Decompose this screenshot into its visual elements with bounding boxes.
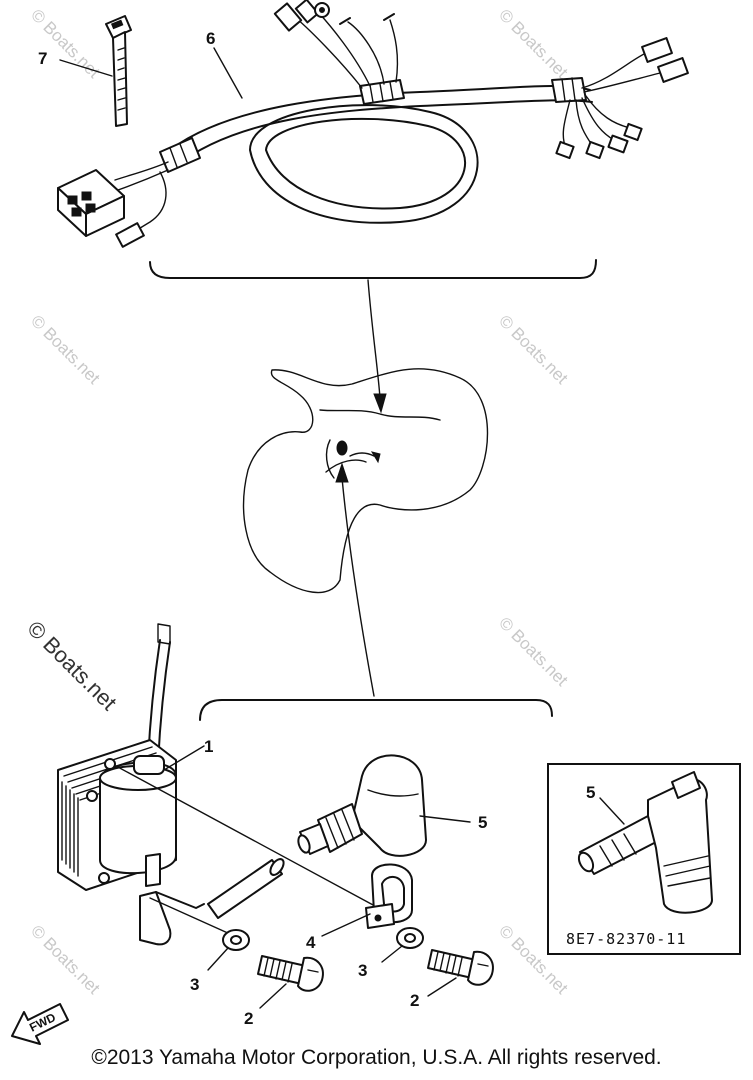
wire-harness-part bbox=[57, 0, 689, 248]
leader-line-2-right bbox=[427, 977, 457, 997]
forward-direction-indicator: FWD bbox=[11, 1003, 69, 1045]
leader-line-1 bbox=[163, 745, 205, 771]
watermark-main: © Boats.net bbox=[22, 616, 121, 715]
watermark-top-right: © Boats.net bbox=[495, 5, 572, 82]
leader-line-2-left bbox=[259, 983, 287, 1009]
washer-part-right bbox=[396, 927, 424, 949]
clamp-part bbox=[365, 863, 413, 929]
leader-line-3-right bbox=[381, 945, 403, 963]
leader-line-5-inset bbox=[599, 797, 625, 825]
leader-line-5-main bbox=[419, 815, 471, 823]
inset-spark-plug-cap bbox=[577, 771, 713, 914]
part-label-1: 1 bbox=[204, 737, 213, 756]
ignition-arrow bbox=[341, 477, 375, 697]
washer-part-left bbox=[222, 929, 250, 951]
bolt-part-right bbox=[427, 949, 494, 986]
leader-line-6 bbox=[213, 47, 243, 99]
part-label-5-inset: 5 bbox=[586, 783, 595, 802]
part-label-3-left: 3 bbox=[190, 975, 199, 994]
part-label-3-right: 3 bbox=[358, 961, 367, 980]
watermark-mid-right: © Boats.net bbox=[495, 311, 572, 388]
copyright-notice: ©2013 Yamaha Motor Corporation, U.S.A. A… bbox=[91, 1046, 662, 1069]
leader-line-3-left bbox=[207, 947, 229, 971]
part-label-7: 7 bbox=[38, 49, 47, 68]
tube-part bbox=[139, 858, 285, 946]
watermark-low-right: © Boats.net bbox=[495, 613, 572, 690]
watermark-bottom-left: © Boats.net bbox=[27, 921, 104, 998]
part-label-2-left: 2 bbox=[244, 1009, 253, 1028]
part-label-2-right: 2 bbox=[410, 991, 419, 1010]
inset-border bbox=[547, 763, 741, 955]
inset-panel: 5 8E7-82370-11 bbox=[547, 763, 741, 955]
part-label-5-main: 5 bbox=[478, 813, 487, 832]
bolt-part-left bbox=[257, 955, 324, 992]
alignment-line-lower bbox=[149, 897, 231, 935]
inset-part-code: 8E7-82370-11 bbox=[566, 930, 686, 948]
bottom-group-brace bbox=[199, 699, 553, 721]
cable-tie-part bbox=[105, 15, 132, 127]
part-label-4: 4 bbox=[306, 933, 316, 952]
part-label-6: 6 bbox=[206, 29, 215, 48]
leader-line-7 bbox=[59, 59, 113, 77]
top-group-brace bbox=[149, 259, 597, 279]
watermark-mid-left: © Boats.net bbox=[27, 311, 104, 388]
leader-line-4 bbox=[321, 913, 371, 937]
harness-arrow bbox=[367, 279, 381, 399]
engine-silhouette bbox=[242, 368, 489, 594]
spark-plug-cap-part bbox=[297, 754, 427, 857]
alignment-line bbox=[115, 765, 387, 913]
